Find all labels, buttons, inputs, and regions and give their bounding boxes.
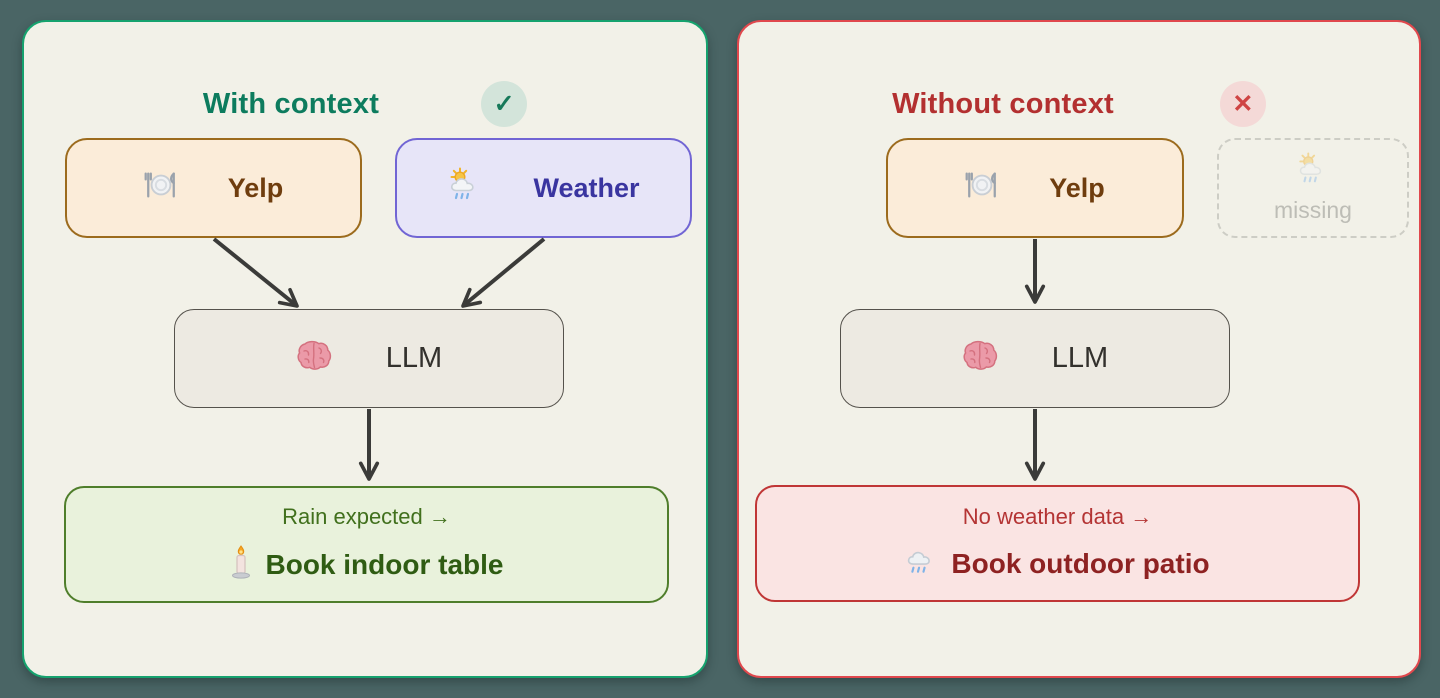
panel-title: With context <box>202 87 380 120</box>
sun-behind-rain-cloud-icon <box>1296 152 1330 191</box>
decision-action-label: Book outdoor patio <box>951 548 1210 579</box>
x-glyph: ✕ <box>1232 90 1254 118</box>
decision-node-bad: No weather data → Book outdoor patio <box>755 485 1360 602</box>
decision-action: Book indoor table <box>230 544 504 586</box>
brain-icon <box>296 339 332 379</box>
check-glyph: ✓ <box>493 90 515 118</box>
missing-label: missing <box>1274 197 1352 223</box>
fork-knife-plate-icon <box>965 168 999 209</box>
without-context-panel: Without context ✕ Yelp <box>737 20 1421 678</box>
panel-title: Without context <box>892 87 1114 120</box>
weather-node: Weather <box>395 138 692 238</box>
weather-label: Weather <box>533 172 640 203</box>
fork-knife-plate-icon <box>144 168 178 209</box>
decision-action-label: Book indoor table <box>265 549 504 580</box>
arrow-yelp-to-llm <box>212 237 299 308</box>
yelp-label: Yelp <box>227 172 284 203</box>
brain-icon <box>962 339 998 379</box>
missing-weather-node: missing <box>1217 138 1409 238</box>
candle-icon <box>230 544 252 586</box>
rain-cloud-icon <box>905 545 937 584</box>
yelp-node: Yelp <box>65 138 362 238</box>
llm-label: LLM <box>385 342 443 374</box>
without-context-header: Without context ✕ <box>739 80 1419 128</box>
decision-node-good: Rain expected → Book indoor table <box>64 486 669 603</box>
yelp-label: Yelp <box>1049 172 1105 203</box>
decision-action: Book outdoor patio <box>905 545 1210 584</box>
decision-reason: Rain expected → <box>282 503 451 529</box>
llm-node: LLM <box>174 309 564 408</box>
llm-label: LLM <box>1051 342 1109 374</box>
x-circle-icon: ✕ <box>1219 81 1266 127</box>
yelp-node: Yelp <box>886 138 1184 238</box>
arrow-weather-to-llm <box>461 237 546 308</box>
with-context-header: With context ✓ <box>24 80 706 128</box>
decision-reason: No weather data → <box>962 503 1153 529</box>
llm-node: LLM <box>840 309 1230 408</box>
with-context-panel: With context ✓ Yelp <box>22 20 708 678</box>
sun-behind-rain-cloud-icon <box>447 167 483 210</box>
check-circle-icon: ✓ <box>481 81 528 127</box>
